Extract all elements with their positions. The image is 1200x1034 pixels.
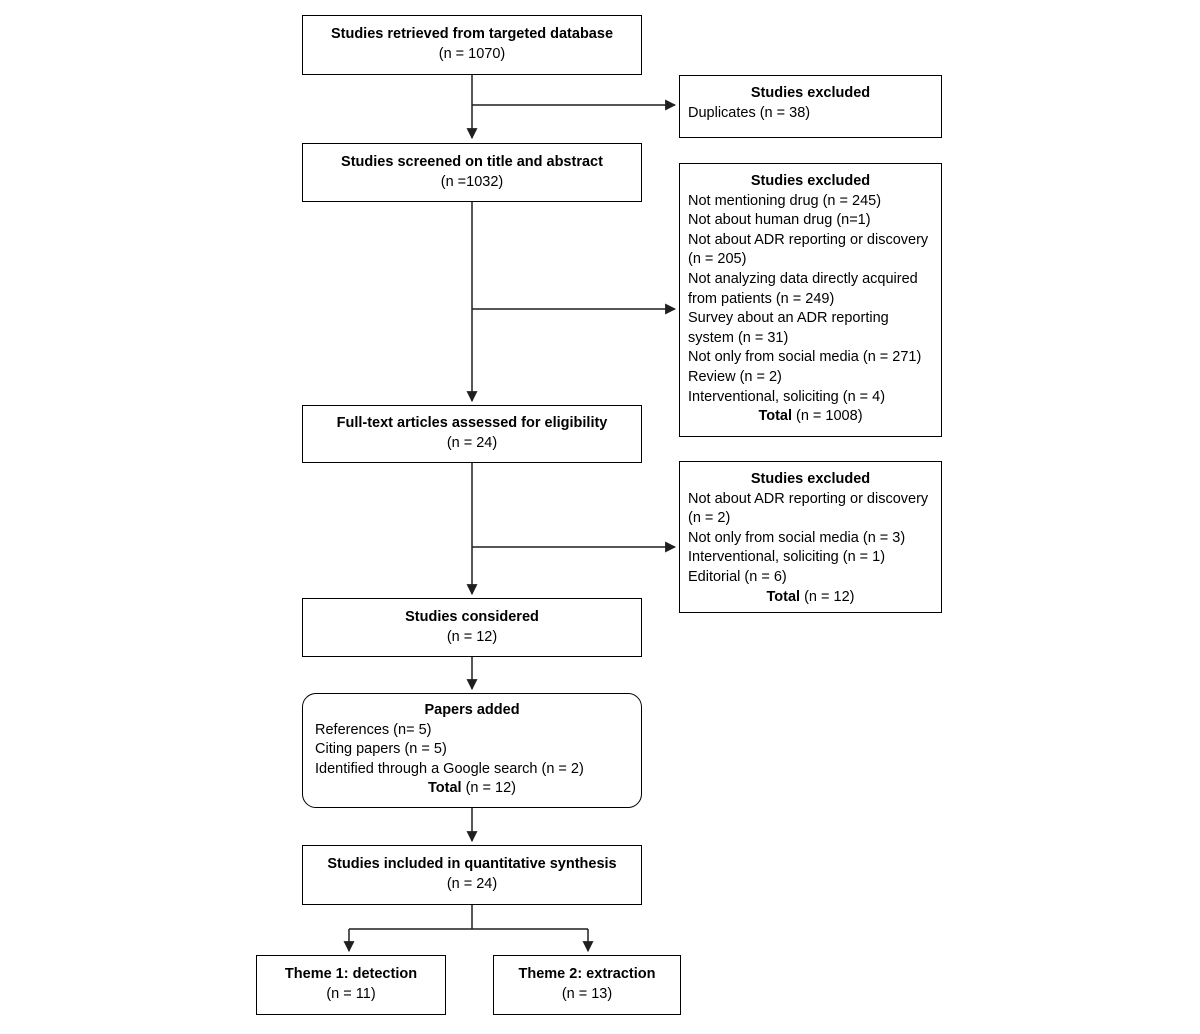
total-value: (n = 12): [465, 780, 516, 797]
excluded-reason: Not mentioning drug (n = 245): [688, 192, 882, 209]
box-fulltext-assessed-title: Full-text articles assessed for eligibil…: [336, 415, 608, 432]
box-studies-included: Studies included in quantitative synthes…: [302, 845, 642, 905]
box-papers-added: Papers added References (n= 5) Citing pa…: [302, 693, 642, 808]
excluded-total: Total(n = 12): [688, 588, 933, 608]
box-studies-screened: Studies screened on title and abstract (…: [302, 143, 642, 202]
box-papers-added-title: Papers added: [424, 702, 520, 718]
total-value: (n = 1008): [796, 408, 863, 425]
box-theme2-count: (n = 13): [561, 986, 613, 1002]
box-excluded-duplicates-title: Studies excluded: [750, 85, 871, 101]
box-studies-included-count: (n = 24): [446, 876, 498, 892]
box-theme1-detection: Theme 1: detection (n = 11): [256, 955, 446, 1015]
box-fulltext-assessed: Full-text articles assessed for eligibil…: [302, 405, 642, 463]
papers-added-item: Identified through a Google search (n = …: [315, 760, 584, 777]
box-excluded-duplicates: Studies excluded Duplicates (n = 38): [679, 75, 942, 138]
excluded-reason: Not about human drug (n=1): [688, 212, 871, 229]
box-studies-included-title: Studies included in quantitative synthes…: [327, 856, 617, 873]
box-studies-considered: Studies considered (n = 12): [302, 598, 642, 657]
excluded-reason: Not only from social media (n = 271): [688, 349, 922, 366]
excluded-reason: Interventional, soliciting (n = 1): [688, 549, 886, 566]
box-theme2-title: Theme 2: extraction: [518, 966, 656, 983]
total-label: Total: [766, 588, 801, 605]
papers-added-item: References (n= 5): [315, 721, 432, 738]
total-label: Total: [428, 780, 462, 797]
excluded-reason: Survey about an ADR reporting system (n …: [688, 310, 889, 346]
box-theme1-count: (n = 11): [326, 986, 376, 1002]
box-theme1-title: Theme 1: detection: [284, 966, 418, 983]
papers-added-item: Citing papers (n = 5): [315, 741, 447, 758]
excluded-reason: Not about ADR reporting or discovery (n …: [688, 231, 929, 268]
box-fulltext-assessed-count: (n = 24): [446, 435, 498, 451]
excluded-total: Total(n = 1008): [688, 407, 933, 427]
excluded-reason: Not about ADR reporting or discovery (n …: [688, 490, 929, 527]
box-excluded-fulltext-title: Studies excluded: [750, 471, 871, 487]
excluded-reason: Editorial (n = 6): [688, 568, 787, 585]
excluded-reason: Review (n = 2): [688, 368, 782, 385]
total-value: (n = 12): [804, 588, 855, 605]
excluded-reason: Duplicates (n = 38): [688, 104, 811, 121]
excluded-reason: Not only from social media (n = 3): [688, 529, 906, 546]
box-excluded-screening-title: Studies excluded: [750, 173, 871, 189]
excluded-reason: Not analyzing data directly acquired fro…: [688, 270, 918, 307]
box-studies-screened-title: Studies screened on title and abstract: [341, 153, 603, 170]
box-studies-retrieved-title: Studies retrieved from targeted database: [330, 26, 614, 43]
total-label: Total: [758, 408, 793, 425]
box-studies-retrieved: Studies retrieved from targeted database…: [302, 15, 642, 75]
box-studies-retrieved-count: (n = 1070): [438, 46, 506, 62]
excluded-reason: Interventional, soliciting (n = 4): [688, 388, 886, 405]
box-studies-screened-count: (n =1032): [440, 173, 504, 190]
box-excluded-screening: Studies excluded Not mentioning drug (n …: [679, 163, 942, 437]
box-excluded-fulltext: Studies excluded Not about ADR reporting…: [679, 461, 942, 613]
box-studies-considered-count: (n = 12): [446, 628, 498, 645]
box-studies-considered-title: Studies considered: [405, 608, 539, 625]
box-theme2-extraction: Theme 2: extraction (n = 13): [493, 955, 681, 1015]
papers-added-total: Total(n = 12): [315, 779, 629, 799]
